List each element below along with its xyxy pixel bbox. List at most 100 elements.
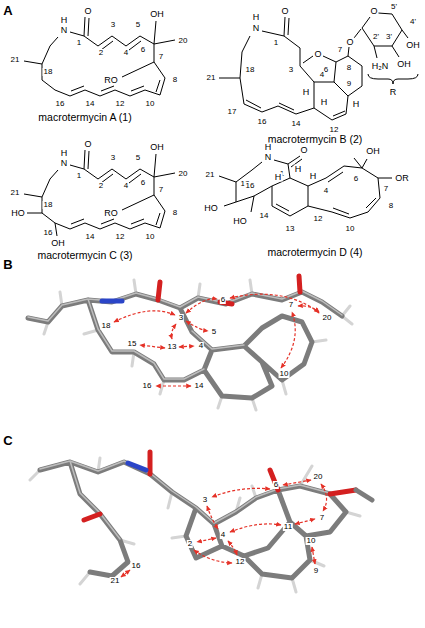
atom-number: 1 [76,172,82,180]
skeletal-structure [24,150,175,236]
panel-letter: B [2,258,13,271]
atom-number: 21 [205,171,216,179]
atom-number: 12 [115,100,126,108]
compound-caption: macrotermycin A (1) [37,112,132,123]
atom-number: 1 [76,39,82,47]
atom-label: O [280,7,289,16]
atom-label: H [302,88,311,97]
atom-number: 6 [140,46,146,54]
atom-number: 6 [220,296,226,304]
atom-number: 4 [319,71,325,79]
atom-number: 3 [288,66,294,74]
atom-number: 21 [10,56,21,64]
atom-number: 7 [158,186,164,194]
atom-label: H [60,16,69,25]
atom-label: R [389,88,398,97]
atom-number: 3 [202,496,208,504]
atom-number: 16 [142,382,153,390]
atom-number: 10 [306,537,317,545]
atom-number: 18 [43,68,54,76]
atom-number: 4 [123,49,129,57]
atom-number: 7 [337,46,343,54]
atom-number: 15 [127,340,138,348]
compound-caption: macrotermycin C (3) [36,250,133,261]
atom-number: 20 [178,170,189,178]
atom-number: 5' [390,3,398,11]
noe-arrow [114,294,319,386]
atom-number: 7 [288,301,294,309]
atom-number: 14 [291,120,302,128]
atom-number: 2 [187,540,193,548]
atom-number: 21 [10,189,21,197]
atom-label: H [294,165,303,174]
atom-label: H [274,173,283,182]
atom-number: 16 [245,182,256,190]
atom-label: RO [103,76,119,85]
atom-number: 6 [353,175,359,183]
atom-number: 11 [283,523,293,531]
atom-number: 9 [346,80,352,88]
atom-label: OH [149,143,165,152]
atom-number: 8 [172,76,178,84]
atom-number: 7 [319,514,325,522]
atom-label: N [60,26,69,35]
atom-label: O [299,146,308,155]
atom-number: 4 [198,342,204,350]
atom-number: 2 [98,182,104,190]
atom-label: H [309,172,318,181]
atom-number: 14 [194,382,205,390]
atom-label: OH [396,60,412,69]
atom-number: 7 [158,53,164,61]
atom-number: 14 [85,233,96,241]
atom-number: 5 [211,328,217,336]
atom-label: H [320,98,329,107]
atom-label: O [83,7,92,16]
atom-number: 12 [313,215,324,223]
atom-label: OH [149,10,165,19]
atom-number: 21 [110,577,121,585]
atom-number: 2' [372,33,380,41]
skeletal-structure [24,17,175,96]
atom-number: 12 [235,558,246,566]
atom-number: 20 [322,314,333,322]
atom-number: 16 [131,562,142,570]
atom-number: 4 [220,531,226,539]
panel-letter: C [2,434,13,447]
noe-arrow [121,480,327,577]
atom-number: 16 [55,100,66,108]
atom-label: H₂N [371,62,390,71]
atom-number: 10 [345,225,356,233]
atom-number: 3 [110,21,116,29]
atom-label: RO [103,209,119,218]
atom-label: O [369,7,378,16]
atom-label: N [60,159,69,168]
atom-label: H [352,100,361,109]
atom-number: 6 [140,179,146,187]
atom-number: 17 [227,108,238,116]
atom-number: 4' [409,18,417,26]
atom-number: 3 [110,154,116,162]
atom-number: 10 [279,370,290,378]
atom-label: OR [394,174,410,183]
atom-number: 6 [273,481,279,489]
atom-label: O [345,38,354,47]
atom-label: O [83,140,92,149]
atom-label: H [264,143,273,152]
atom-label: OH [405,41,421,50]
atom-number: 18 [101,322,112,330]
atom-number: 8 [346,64,352,72]
atom-number: 16 [257,118,268,126]
atom-label: HO [10,209,26,218]
3d-model [28,276,352,410]
atom-number: 7 [383,185,389,193]
atom-label: N [264,153,273,162]
compound-caption: macrotermycin D (4) [266,247,363,258]
atom-number: 9 [313,567,319,575]
skeletal-structure [219,13,418,120]
atom-number: 3 [178,314,184,322]
atom-number: 20 [178,37,189,45]
atom-number: 4 [323,187,329,195]
